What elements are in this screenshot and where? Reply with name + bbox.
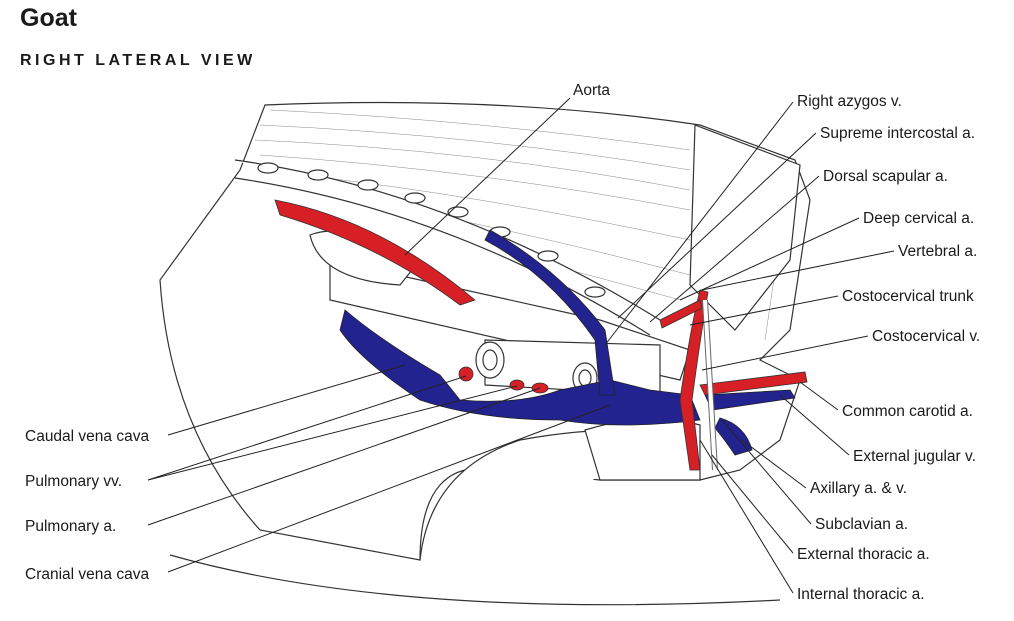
label-pulmonary-a: Pulmonary a.: [25, 518, 116, 535]
label-cranial-vena-cava: Cranial vena cava: [25, 566, 149, 583]
label-costocervical-v: Costocervical v.: [872, 328, 980, 345]
label-subclavian-a: Subclavian a.: [815, 516, 908, 533]
label-deep-cervical-a: Deep cervical a.: [863, 210, 974, 227]
view-subtitle: RIGHT LATERAL VIEW: [20, 52, 256, 69]
label-axillary-a-v: Axillary a. & v.: [810, 480, 907, 497]
figure-title: Goat: [20, 4, 77, 32]
thorax-illustration: [159, 101, 811, 606]
label-external-jugular-v: External jugular v.: [853, 448, 976, 465]
right-azygos-vessel: [484, 229, 616, 396]
label-costocervical-trunk: Costocervical trunk: [842, 288, 974, 305]
label-dorsal-scapular-a: Dorsal scapular a.: [823, 168, 948, 185]
leader-lines: [147, 97, 895, 594]
label-pulmonary-vv: Pulmonary vv.: [25, 473, 122, 490]
aorta-vessel: [274, 199, 476, 306]
label-vertebral-a: Vertebral a.: [898, 243, 977, 260]
label-right-azygos-v: Right azygos v.: [797, 93, 902, 110]
label-external-thoracic-a: External thoracic a.: [797, 546, 930, 563]
label-internal-thoracic-a: Internal thoracic a.: [797, 586, 925, 603]
label-common-carotid-a: Common carotid a.: [842, 403, 973, 420]
label-aorta: Aorta: [573, 82, 610, 99]
label-caudal-vena-cava: Caudal vena cava: [25, 428, 149, 445]
label-supreme-intercostal-a: Supreme intercostal a.: [820, 125, 975, 142]
